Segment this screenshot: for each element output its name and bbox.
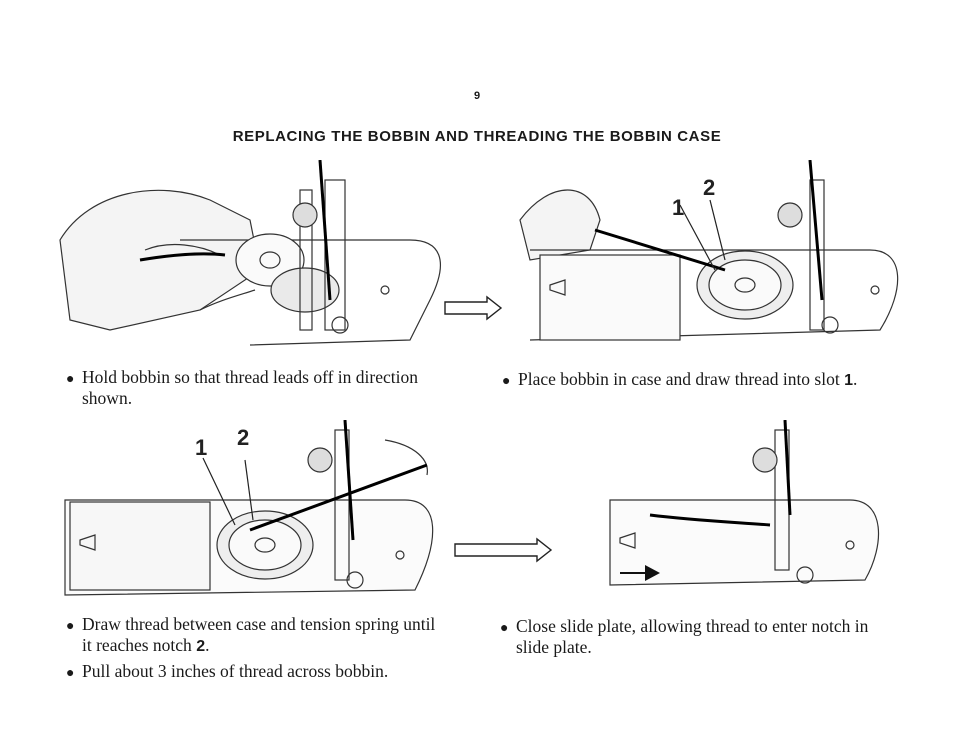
illustration-place-bobbin: 1 2 — [519, 160, 899, 341]
illustration-close-slide-plate — [609, 420, 880, 586]
bullet-icon: ● — [66, 372, 75, 387]
step-caption-draw-thread: ● Draw thread between case and tension sp… — [58, 615, 448, 689]
bullet-icon: ● — [502, 374, 511, 389]
bullet-icon: ● — [66, 619, 75, 634]
step-line-end: . — [205, 635, 210, 655]
step-line: Place bobbin in case and draw thread int… — [518, 369, 840, 389]
callout-label-1: 1 — [672, 195, 684, 220]
right-arrow-icon — [444, 295, 503, 321]
illustration-draw-thread: 1 2 — [64, 420, 434, 596]
step-text: ● Pull about 3 inches of thread across bo… — [58, 662, 448, 683]
step-text: ● Hold bobbin so that thread leads off in… — [58, 368, 448, 408]
step-caption-hold-bobbin: ● Hold bobbin so that thread leads off in… — [58, 368, 448, 414]
callout-label-2: 2 — [703, 175, 715, 200]
step-caption-close-slide-plate: ● Close slide plate, allowing thread to e… — [492, 617, 892, 663]
callout-label-2: 2 — [237, 425, 249, 450]
step-number: 1 — [844, 372, 853, 389]
step-text: ● Close slide plate, allowing thread to e… — [492, 617, 892, 657]
step-text: ● Place bobbin in case and draw thread in… — [494, 370, 894, 391]
step-line: Pull about 3 inches of thread across bob… — [82, 661, 389, 681]
page-title: REPLACING THE BOBBIN AND THREADING THE B… — [232, 128, 722, 145]
step-caption-place-bobbin: ● Place bobbin in case and draw thread in… — [494, 370, 894, 397]
step-line-end: . — [853, 369, 858, 389]
step-line: Close slide plate, allowing thread to en… — [516, 616, 869, 657]
step-number: 2 — [196, 638, 206, 655]
callout-label-1: 1 — [195, 435, 207, 460]
page-number: 9 — [473, 90, 481, 102]
right-arrow-icon — [454, 537, 553, 563]
step-line: Hold bobbin so that thread leads off in … — [82, 367, 418, 408]
illustration-hold-bobbin — [59, 160, 441, 346]
bullet-icon: ● — [66, 666, 75, 681]
bullet-icon: ● — [500, 621, 509, 636]
step-line: Draw thread between case and tension spr… — [82, 614, 436, 655]
step-text: ● Draw thread between case and tension sp… — [58, 615, 448, 656]
